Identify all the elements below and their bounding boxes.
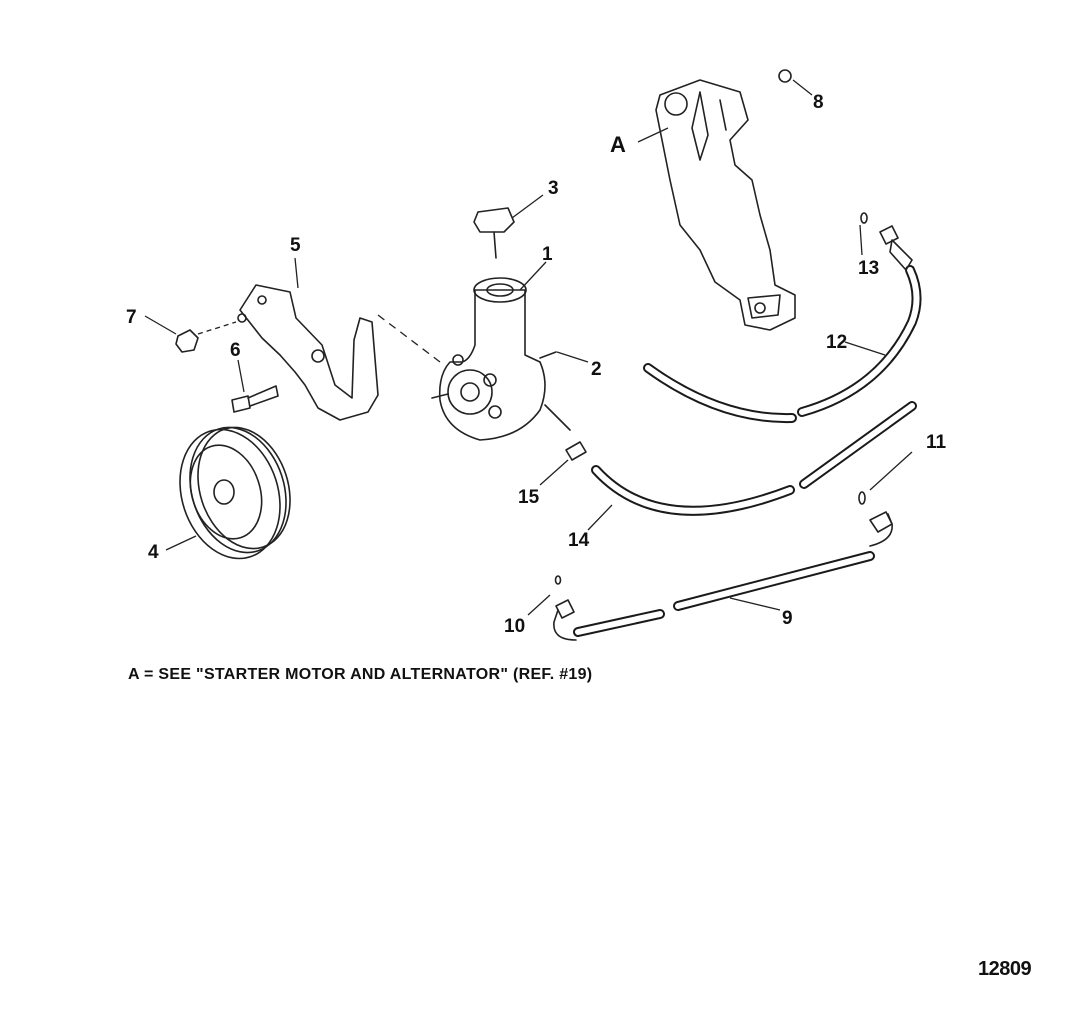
- leader-9: [729, 597, 781, 611]
- leader-11: [869, 451, 913, 491]
- callout-5: 5: [290, 235, 301, 256]
- leader-3: [511, 194, 544, 219]
- nut-8-drawing: [778, 69, 792, 83]
- callout-11: 11: [926, 432, 947, 453]
- fitting-15-drawing: [565, 441, 587, 461]
- hose-14-drawing: [591, 401, 917, 516]
- figure-number: 12809: [978, 958, 1032, 980]
- callout-a: A: [610, 132, 626, 157]
- callout-8: 8: [813, 92, 824, 113]
- pump-drawing: [431, 277, 571, 441]
- leader-15: [539, 459, 569, 486]
- leader-12: [844, 341, 886, 356]
- leader-1: [519, 261, 547, 291]
- callout-7: 7: [126, 307, 137, 328]
- leader-13: [859, 224, 863, 256]
- callout-3: 3: [548, 178, 559, 199]
- cap-drawing: [473, 207, 515, 259]
- leader-8: [792, 79, 813, 96]
- callout-15: 15: [518, 487, 540, 508]
- bracket-a-drawing: [655, 69, 796, 331]
- leader-a: [637, 127, 669, 143]
- leader-4: [165, 535, 197, 551]
- leader-14: [587, 504, 613, 531]
- callout-1: 1: [542, 244, 553, 265]
- nut-7-drawing: [175, 329, 199, 353]
- callout-13: 13: [858, 258, 879, 279]
- callout-14: 14: [568, 530, 590, 551]
- leader-dashed-pump: [377, 314, 441, 363]
- callout-2: 2: [591, 359, 602, 380]
- leader-7: [144, 315, 177, 335]
- callout-12: 12: [826, 332, 847, 353]
- leader-6: [237, 359, 245, 393]
- leader-5: [294, 257, 299, 289]
- bolt-6-drawing: [231, 385, 279, 413]
- leader-2: [556, 351, 589, 363]
- callout-9: 9: [782, 608, 793, 629]
- leader-7b: [197, 321, 237, 335]
- callout-4: 4: [148, 542, 159, 563]
- callout-6: 6: [230, 340, 241, 361]
- hose-12-drawing: [643, 212, 922, 424]
- callout-10: 10: [504, 616, 525, 637]
- bracket-5-drawing: [237, 284, 379, 421]
- tube-9-drawing: [553, 491, 893, 641]
- leader-10: [527, 594, 551, 616]
- reference-note: A = SEE "STARTER MOTOR AND ALTERNATOR" (…: [128, 666, 593, 683]
- pulley-drawing: [179, 426, 291, 560]
